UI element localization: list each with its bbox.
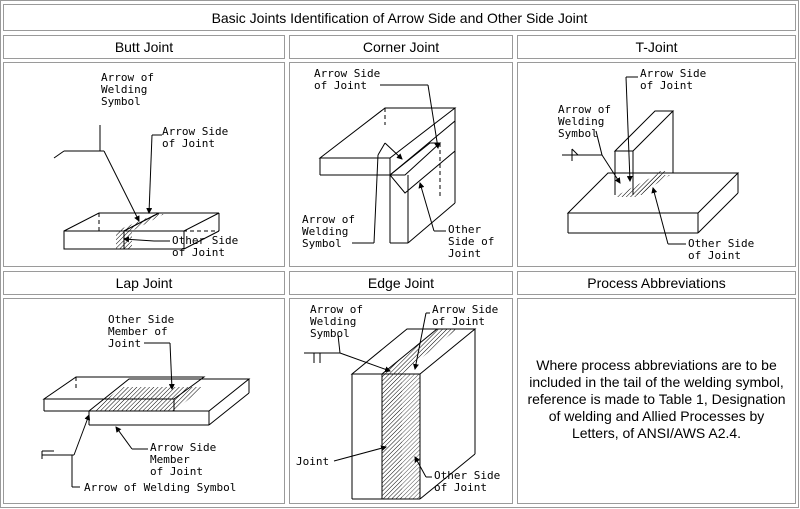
butt-label-arrow-side-1: Arrow Side bbox=[162, 125, 228, 138]
header-edge-joint: Edge Joint bbox=[289, 271, 513, 295]
t-joint-diagram: Arrow of Welding Symbol Arrow Side of Jo… bbox=[558, 67, 754, 262]
t-joint-panel: Arrow of Welding Symbol Arrow Side of Jo… bbox=[517, 62, 796, 267]
corner-label-other-side-2: Side of bbox=[448, 235, 494, 248]
t-label-arrow-side-1: Arrow Side bbox=[640, 67, 706, 80]
t-label-other-side-2: of Joint bbox=[688, 249, 741, 262]
t-label-other-side-1: Other Side bbox=[688, 237, 754, 250]
butt-joint-panel: Arrow of Welding Symbol Arrow Side of Jo… bbox=[3, 62, 285, 267]
process-abbreviations-note: Where process abbreviations are to be in… bbox=[527, 357, 786, 441]
lap-label-other-side-member-2: Member of bbox=[108, 325, 168, 338]
butt-label-arrow-side-2: of Joint bbox=[162, 137, 215, 150]
lap-label-other-side-member-3: Joint bbox=[108, 337, 141, 350]
butt-label-other-side-2: of Joint bbox=[172, 246, 225, 259]
process-abbreviations-panel: Where process abbreviations are to be in… bbox=[517, 298, 796, 504]
edge-label-other-side-2: of Joint bbox=[434, 481, 487, 494]
edge-label-arrow-welding-1: Arrow of bbox=[310, 303, 363, 316]
lap-label-other-side-member-1: Other Side bbox=[108, 313, 174, 326]
t-label-arrow-welding-2: Welding bbox=[558, 115, 604, 128]
edge-joint-diagram: Arrow of Welding Symbol Arrow Side of Jo… bbox=[296, 303, 500, 500]
header-t-joint: T-Joint bbox=[517, 35, 796, 59]
butt-joint-diagram: Arrow of Welding Symbol Arrow Side of Jo… bbox=[53, 71, 238, 259]
lap-label-arrow-side-member-2: Member bbox=[150, 453, 190, 466]
lap-joint-panel: Other Side Member of Joint Arrow Side Me… bbox=[3, 298, 285, 504]
edge-label-arrow-side-1: Arrow Side bbox=[432, 303, 498, 316]
edge-label-arrow-welding-2: Welding bbox=[310, 315, 356, 328]
t-label-arrow-welding-1: Arrow of bbox=[558, 103, 611, 116]
butt-label-arrow-welding-3: Symbol bbox=[101, 95, 141, 108]
edge-joint-panel: Arrow of Welding Symbol Arrow Side of Jo… bbox=[289, 298, 513, 504]
header-butt-joint: Butt Joint bbox=[3, 35, 285, 59]
corner-joint-panel: Arrow Side of Joint Arrow of Welding Sym… bbox=[289, 62, 513, 267]
edge-label-arrow-welding-3: Symbol bbox=[310, 327, 350, 340]
lap-label-arrow-welding-symbol: Arrow of Welding Symbol bbox=[84, 481, 236, 494]
t-label-arrow-side-2: of Joint bbox=[640, 79, 693, 92]
corner-label-arrow-side-2: of Joint bbox=[314, 79, 367, 92]
butt-label-arrow-welding-1: Arrow of bbox=[101, 71, 154, 84]
t-label-arrow-welding-3: Symbol bbox=[558, 127, 598, 140]
butt-label-arrow-welding-2: Welding bbox=[101, 83, 147, 96]
header-process-abbreviations: Process Abbreviations bbox=[517, 271, 796, 295]
header-lap-joint: Lap Joint bbox=[3, 271, 285, 295]
corner-label-other-side-1: Other bbox=[448, 223, 481, 236]
edge-label-joint: Joint bbox=[296, 455, 329, 468]
corner-label-other-side-3: Joint bbox=[448, 247, 481, 260]
corner-label-arrow-side-1: Arrow Side bbox=[314, 67, 380, 80]
butt-label-other-side-1: Other Side bbox=[172, 234, 238, 247]
corner-label-arrow-welding-2: Welding bbox=[302, 225, 348, 238]
corner-label-arrow-welding-1: Arrow of bbox=[302, 213, 355, 226]
lap-joint-diagram: Other Side Member of Joint Arrow Side Me… bbox=[41, 313, 251, 494]
table-title: Basic Joints Identification of Arrow Sid… bbox=[3, 4, 796, 31]
edge-label-other-side-1: Other Side bbox=[434, 469, 500, 482]
edge-label-arrow-side-2: of Joint bbox=[432, 315, 485, 328]
header-corner-joint: Corner Joint bbox=[289, 35, 513, 59]
lap-label-arrow-side-member-1: Arrow Side bbox=[150, 441, 216, 454]
corner-joint-diagram: Arrow Side of Joint Arrow of Welding Sym… bbox=[302, 67, 494, 260]
lap-label-arrow-side-member-3: of Joint bbox=[150, 465, 203, 478]
corner-label-arrow-welding-3: Symbol bbox=[302, 237, 342, 250]
